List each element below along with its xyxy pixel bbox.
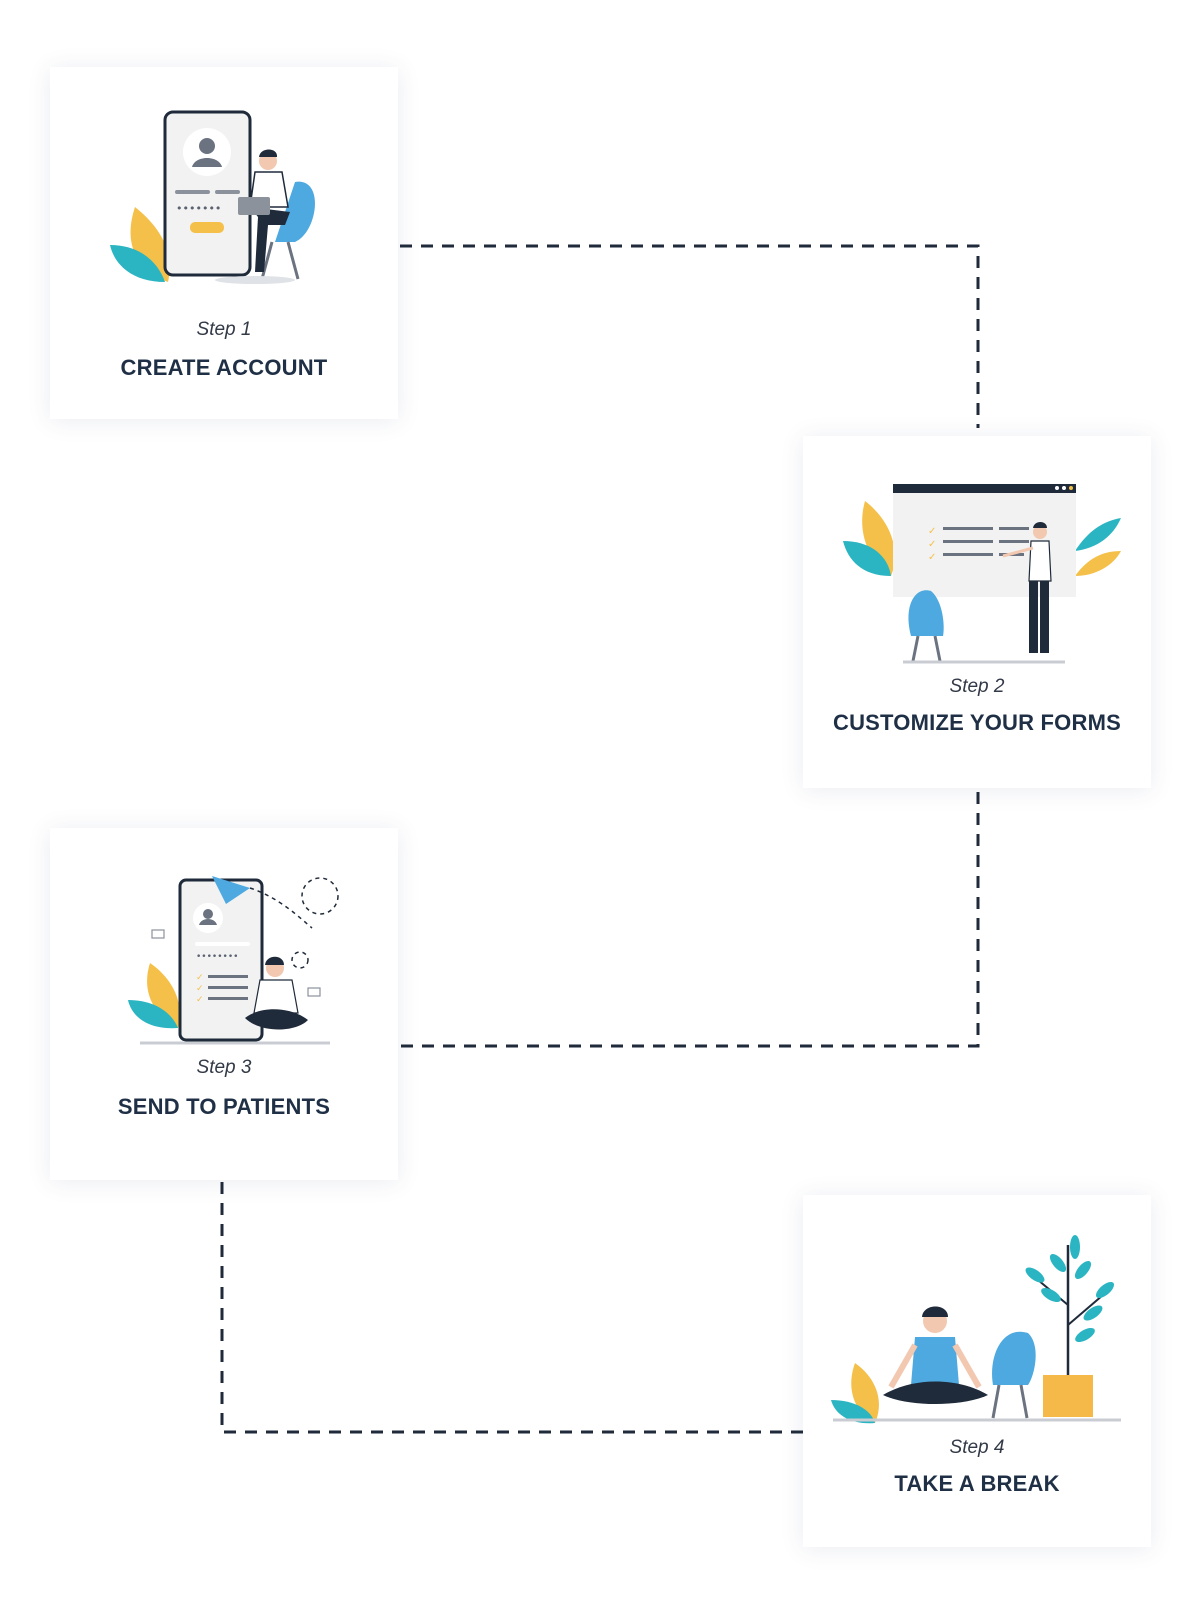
svg-text:✓: ✓ <box>196 995 204 1005</box>
step-card-4: Step 4 TAKE A BREAK <box>803 1195 1151 1547</box>
svg-text:••••••••: •••••••• <box>196 952 238 962</box>
step-title: CUSTOMIZE YOUR FORMS <box>833 710 1121 735</box>
customize-forms-illustration: ✓ ✓ ✓ <box>843 484 1121 664</box>
step-title: SEND TO PATIENTS <box>117 1094 331 1119</box>
step-title: CREATE ACCOUNT <box>120 355 328 380</box>
step-card-1: ••••••• Step 1 CREATE ACCOUNT <box>50 67 398 419</box>
step-title: TAKE A BREAK <box>894 1471 1060 1496</box>
connector-step2-step3 <box>400 792 980 1048</box>
step-label: Step 3 <box>196 1057 252 1078</box>
connector-step1-step2 <box>400 244 980 428</box>
svg-text:•••••••: ••••••• <box>176 202 221 215</box>
svg-text:✓: ✓ <box>928 526 936 537</box>
take-a-break-illustration <box>831 1235 1121 1424</box>
send-to-patients-illustration: •••••••• ✓ ✓ ✓ <box>128 876 339 1045</box>
step-card-3: •••••••• ✓ ✓ ✓ Step 3 SEND TO PATIENTS <box>50 828 398 1180</box>
step-label: Step 2 <box>949 676 1005 697</box>
create-account-illustration: ••••••• <box>110 110 315 284</box>
step-label: Step 1 <box>196 319 252 340</box>
svg-text:✓: ✓ <box>928 552 936 563</box>
step-card-2: ✓ ✓ ✓ Step 2 CUSTOMIZE YOUR FORMS <box>803 436 1151 788</box>
step-label: Step 4 <box>949 1437 1005 1458</box>
svg-text:✓: ✓ <box>928 539 936 550</box>
svg-text:✓: ✓ <box>196 973 204 983</box>
connector-step3-step4 <box>220 1182 803 1434</box>
svg-text:✓: ✓ <box>196 984 204 994</box>
